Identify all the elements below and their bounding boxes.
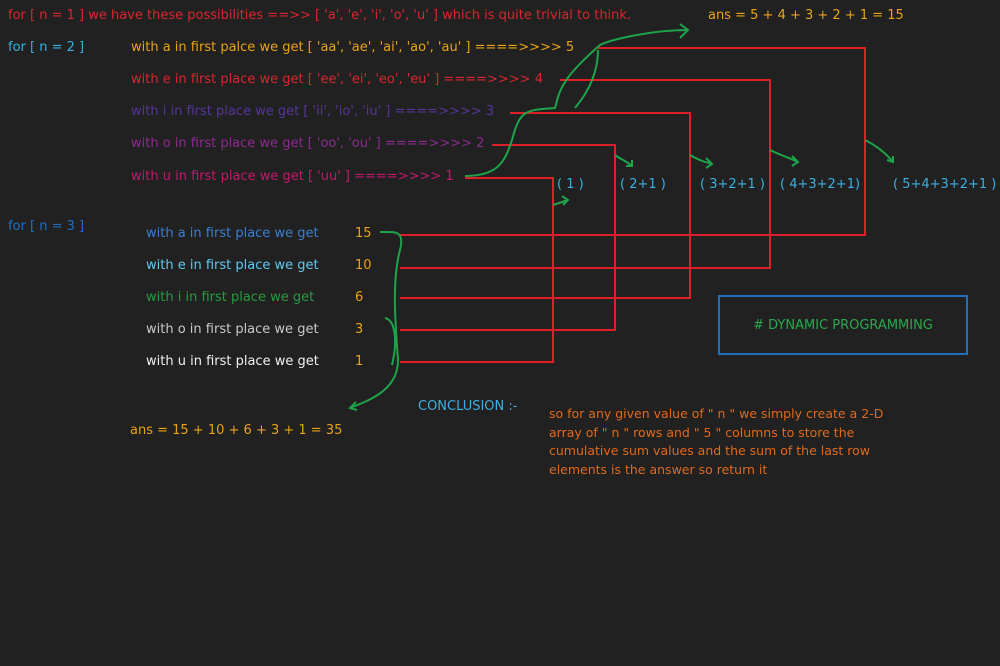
conclusion-title: CONCLUSION :- [418, 399, 518, 414]
ans-n2: ans = 5 + 4 + 3 + 2 + 1 = 15 [708, 8, 904, 23]
green-bracket [348, 230, 403, 411]
n3-row-e: with e in first place we get [146, 258, 319, 273]
red-line-e [400, 79, 771, 269]
n1-text: for [ n = 1 ] we have these possibilitie… [8, 8, 632, 23]
ans-n3: ans = 15 + 10 + 6 + 3 + 1 = 35 [130, 423, 343, 438]
n3-value-e: 10 [355, 258, 372, 273]
green-curve-arrow [464, 29, 689, 177]
n2-row-a: with a in first palce we get [ 'aa', 'ae… [131, 40, 575, 55]
n2-row-i: with i in first place we get [ 'ii', 'io… [131, 104, 495, 119]
sum-5: ( 5+4+3+2+1 ) [893, 177, 997, 192]
n2-row-e: with e in first place we get [ 'ee', 'ei… [131, 72, 543, 87]
green-arrow-5 [864, 139, 894, 164]
n2-row-o: with o in first place we get [ 'oo', 'ou… [131, 136, 485, 151]
dynamic-programming-box: # DYNAMIC PROGRAMMING [718, 295, 968, 355]
sum-3: ( 3+2+1 ) [700, 177, 766, 192]
sum-1: ( 1 ) [557, 177, 584, 192]
n3-row-u: with u in first place we get [146, 354, 319, 369]
red-line-i [400, 112, 691, 299]
n2-row-u: with u in first place we get [ 'uu' ] ==… [131, 169, 454, 184]
green-arrow-1 [552, 195, 570, 206]
n3-value-u: 1 [355, 354, 364, 369]
green-arrow-3 [689, 154, 714, 169]
conclusion-text: so for any given value of " n " we simpl… [549, 406, 884, 477]
n2-label: for [ n = 2 ] [8, 40, 85, 55]
n3-row-i: with i in first place we get [146, 290, 315, 305]
box-label: # DYNAMIC PROGRAMMING [753, 317, 933, 333]
sum-4: ( 4+3+2+1) [780, 177, 861, 192]
n3-value-o: 3 [355, 322, 364, 337]
n3-label: for [ n = 3 ] [8, 219, 85, 234]
red-line-o [400, 144, 616, 331]
red-line-a [400, 47, 866, 236]
n3-value-a: 15 [355, 226, 372, 241]
sum-2: ( 2+1 ) [620, 177, 666, 192]
n3-value-i: 6 [355, 290, 364, 305]
n3-row-a: with a in first place we get [146, 226, 319, 241]
green-arrow-4 [769, 149, 800, 167]
red-line-u [400, 177, 554, 363]
green-arrow-2 [614, 154, 633, 167]
n3-row-o: with o in first place we get [146, 322, 319, 337]
